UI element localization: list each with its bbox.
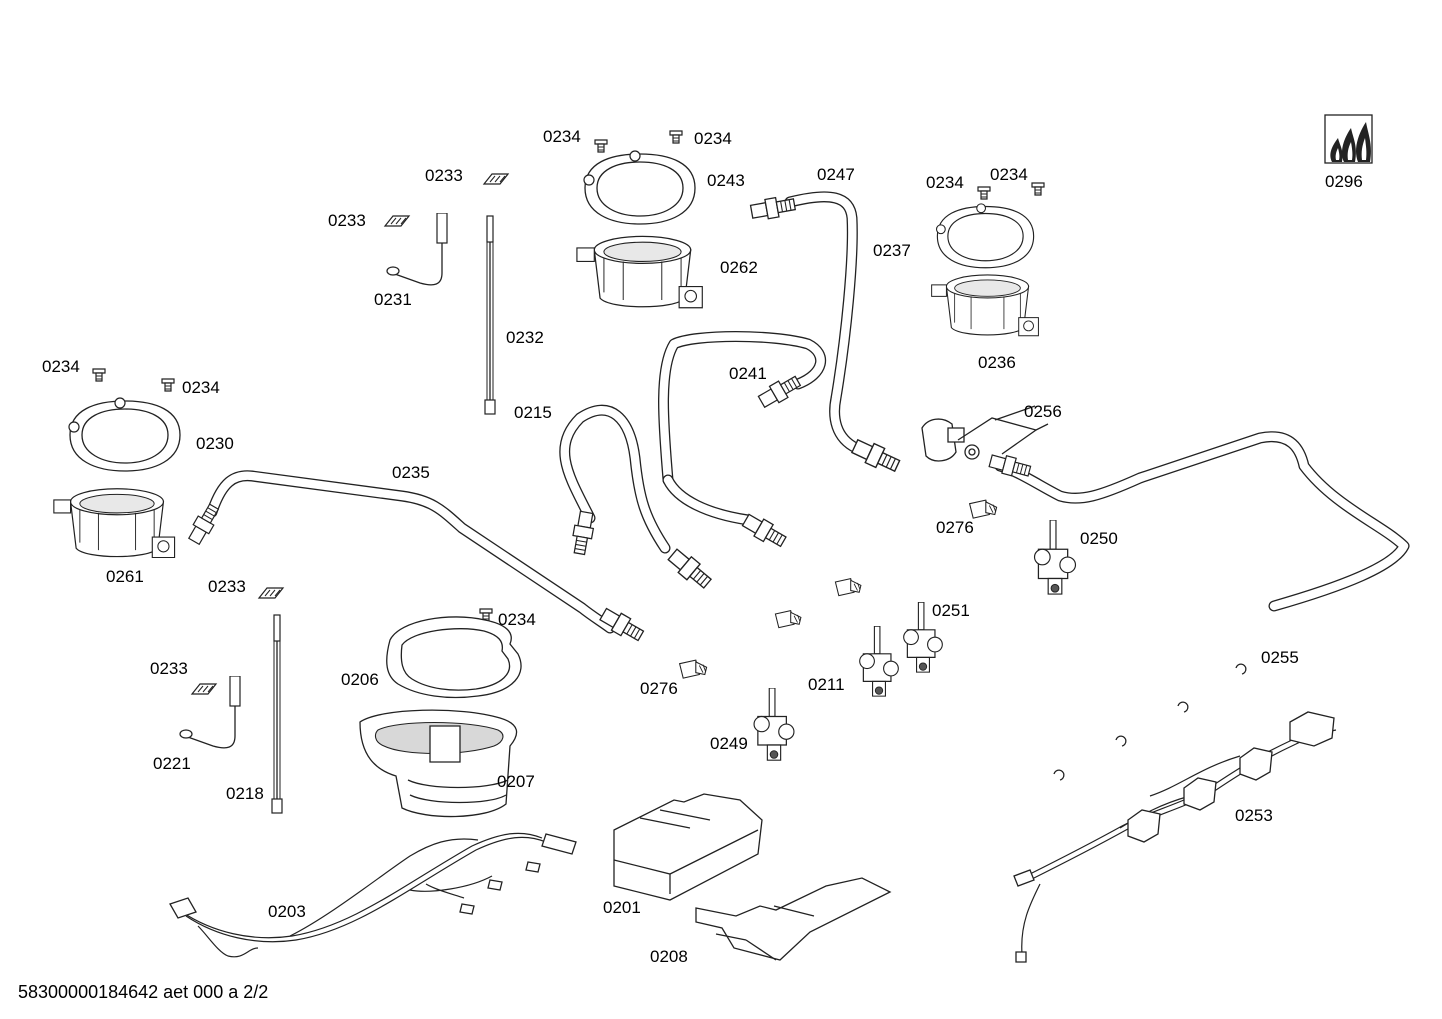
- pipe-fitting: [740, 510, 789, 551]
- clip-icon: [191, 683, 217, 695]
- burner-right: [931, 182, 1045, 337]
- label-0241: 0241: [729, 364, 767, 383]
- flame-icon: [1324, 114, 1373, 164]
- label-0221: 0221: [153, 754, 191, 773]
- label-0206: 0206: [341, 670, 379, 689]
- burner-cup-0236: [931, 274, 1039, 337]
- label-0233: 0233: [328, 211, 366, 230]
- gasket-0230: [68, 397, 181, 472]
- label-0218: 0218: [226, 784, 264, 803]
- burner-left: [53, 368, 181, 559]
- label-0262: 0262: [720, 258, 758, 277]
- label-0234: 0234: [990, 165, 1028, 184]
- label-0232: 0232: [506, 328, 544, 347]
- nozzle-icon: [969, 499, 998, 519]
- leader-lines: [994, 405, 1036, 421]
- igniter-module: [1239, 747, 1273, 781]
- label-0234: 0234: [694, 129, 732, 148]
- screw-icon: [92, 368, 106, 382]
- label-0296: 0296: [1325, 172, 1363, 191]
- drawing-number-footer: 58300000184642 aet 000 a 2/2: [18, 982, 268, 1002]
- connector-icon: [169, 897, 197, 919]
- label-0230: 0230: [196, 434, 234, 453]
- burner-cup-0261: [53, 488, 176, 559]
- valve-0211: [859, 626, 899, 697]
- screw-icon: [1031, 182, 1045, 196]
- label-0247: 0247: [817, 165, 855, 184]
- wiring-harness-0203: [169, 832, 577, 958]
- burner-wok: [359, 608, 522, 818]
- gas-pipes: [185, 191, 1410, 645]
- label-0235: 0235: [392, 463, 430, 482]
- label-0261: 0261: [106, 567, 144, 586]
- label-0234: 0234: [543, 127, 581, 146]
- screw-icon: [161, 378, 175, 392]
- label-0253: 0253: [1235, 806, 1273, 825]
- igniter-module: [1127, 809, 1161, 843]
- pipe-fitting: [849, 435, 903, 477]
- bracket-0201: [613, 793, 763, 901]
- valve-0250: [1033, 520, 1077, 595]
- igniter-module: [1183, 777, 1217, 811]
- part-labels: 0234 0234 0233 0243 0247 0234 0234 0296 …: [42, 127, 1363, 966]
- label-0231: 0231: [374, 290, 412, 309]
- screw-icon: [594, 139, 608, 153]
- label-0234: 0234: [498, 610, 536, 629]
- ignition-harness-0253: [1013, 663, 1337, 963]
- label-0208: 0208: [650, 947, 688, 966]
- label-0276: 0276: [640, 679, 678, 698]
- pipe-fitting: [987, 451, 1033, 481]
- burner-cup-0262: [576, 235, 703, 309]
- label-0203: 0203: [268, 902, 306, 921]
- screw-icon: [977, 186, 991, 200]
- label-0249: 0249: [710, 734, 748, 753]
- screw-icon: [669, 130, 683, 144]
- label-0233: 0233: [425, 166, 463, 185]
- gas-valves: [753, 520, 1077, 761]
- igniter-module: [1289, 711, 1335, 747]
- pipe-fitting: [569, 510, 597, 556]
- label-0251: 0251: [932, 601, 970, 620]
- label-0243: 0243: [707, 171, 745, 190]
- connector-icon: [1013, 869, 1035, 887]
- label-0201: 0201: [603, 898, 641, 917]
- clip-icon: [258, 587, 284, 599]
- label-0256: 0256: [1024, 402, 1062, 421]
- burner-top-middle: [576, 130, 703, 309]
- clip-icon: [1235, 663, 1247, 675]
- nozzle-icon: [679, 659, 708, 679]
- label-0237: 0237: [873, 241, 911, 260]
- label-0250: 0250: [1080, 529, 1118, 548]
- pipe-fitting: [185, 501, 223, 547]
- bracket-0208: [695, 877, 892, 961]
- pipe-fitting: [665, 545, 715, 593]
- label-0236: 0236: [978, 353, 1016, 372]
- nozzle-icon: [774, 610, 802, 629]
- label-0215: 0215: [514, 403, 552, 422]
- label-0207: 0207: [497, 772, 535, 791]
- clip-icon: [483, 173, 509, 185]
- label-0234: 0234: [42, 357, 80, 376]
- connector-icon: [541, 833, 577, 855]
- valve-0249: [753, 688, 795, 761]
- label-0234: 0234: [926, 173, 964, 192]
- thermocouple-0218: [271, 614, 283, 814]
- nozzle-icon: [834, 578, 862, 597]
- clip-icon: [384, 215, 410, 227]
- label-0276: 0276: [936, 518, 974, 537]
- gasket-0243: [583, 150, 696, 225]
- label-0255: 0255: [1261, 648, 1299, 667]
- thermocouple-0232: [484, 215, 496, 415]
- gasket-right: [935, 203, 1035, 269]
- label-0234: 0234: [182, 378, 220, 397]
- label-0233: 0233: [208, 577, 246, 596]
- label-0211: 0211: [808, 675, 845, 694]
- label-0233: 0233: [150, 659, 188, 678]
